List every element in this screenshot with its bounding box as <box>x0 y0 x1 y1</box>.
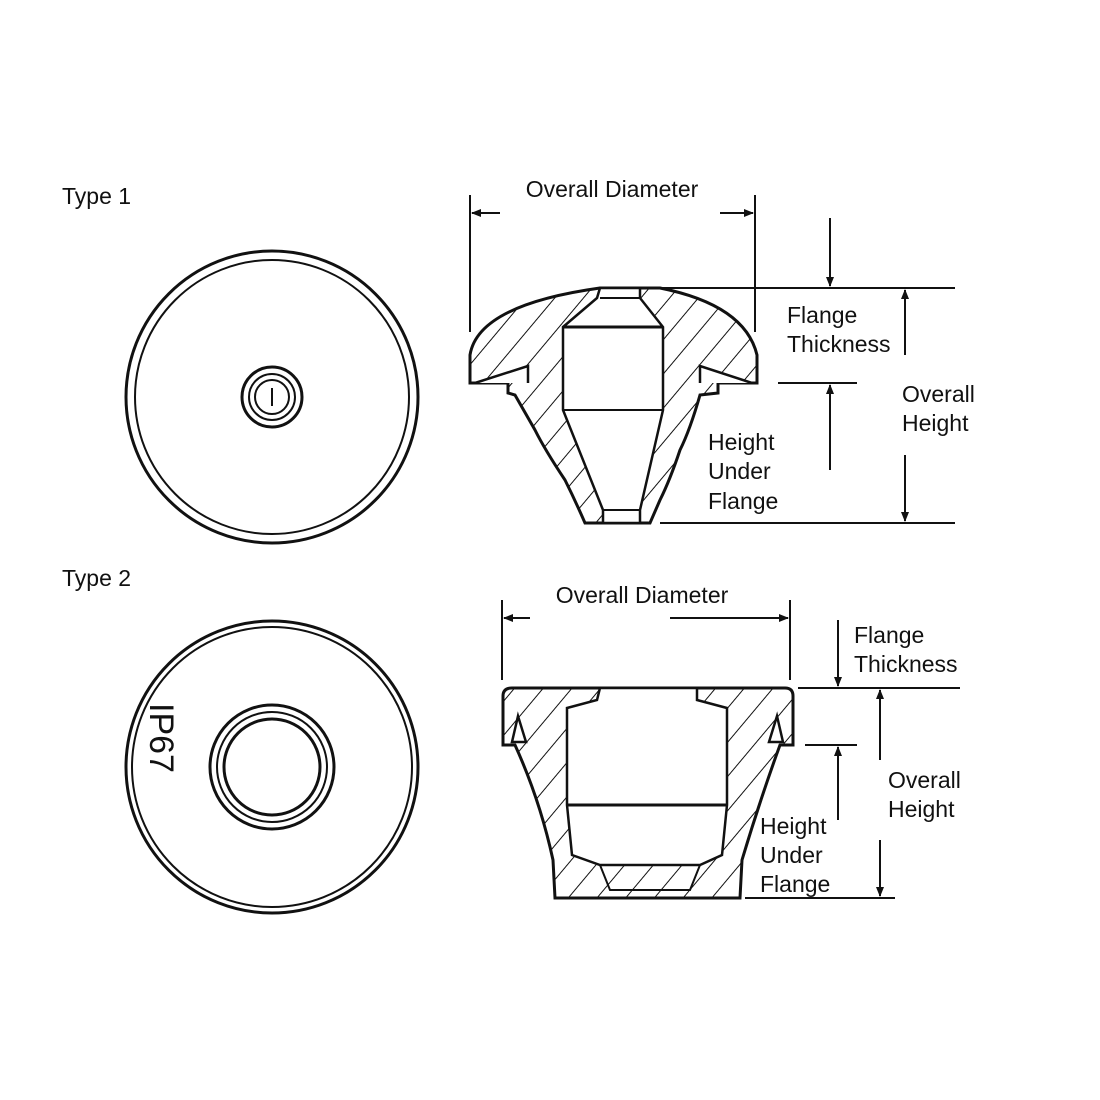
type2-top-view: IP67 <box>124 619 420 915</box>
type2-overall-height-label-1: Overall <box>888 767 961 793</box>
ip67-marking: IP67 <box>142 703 180 773</box>
type1-dimensions <box>469 195 955 524</box>
type2-flange-thickness-label-2: Thickness <box>854 651 958 677</box>
type2-overall-diameter-label: Overall Diameter <box>556 582 729 608</box>
type2-height-under-flange-label-3: Flange <box>760 871 830 897</box>
type1-overall-diameter-label: Overall Diameter <box>526 176 699 202</box>
type1-flange-thickness-label-1: Flange <box>787 302 857 328</box>
type2-section-view <box>501 686 795 900</box>
type2-label: Type 2 <box>62 565 131 591</box>
type2-height-under-flange-label-1: Height <box>760 813 827 839</box>
type1-overall-height-label-2: Height <box>902 410 969 436</box>
type1-label: Type 1 <box>62 183 131 209</box>
type1-height-under-flange-label-3: Flange <box>708 488 778 514</box>
type1-height-under-flange-label-2: Under <box>708 458 771 484</box>
type1-height-under-flange-label-1: Height <box>708 429 775 455</box>
type1-flange-thickness-label-2: Thickness <box>787 331 891 357</box>
type1-section-view <box>468 286 759 525</box>
type1-top-view <box>124 249 420 545</box>
type2-dimensions <box>501 600 960 899</box>
type2-flange-thickness-label-1: Flange <box>854 622 924 648</box>
type2-height-under-flange-label-2: Under <box>760 842 823 868</box>
type2-overall-height-label-2: Height <box>888 796 955 822</box>
type1-overall-height-label-1: Overall <box>902 381 975 407</box>
